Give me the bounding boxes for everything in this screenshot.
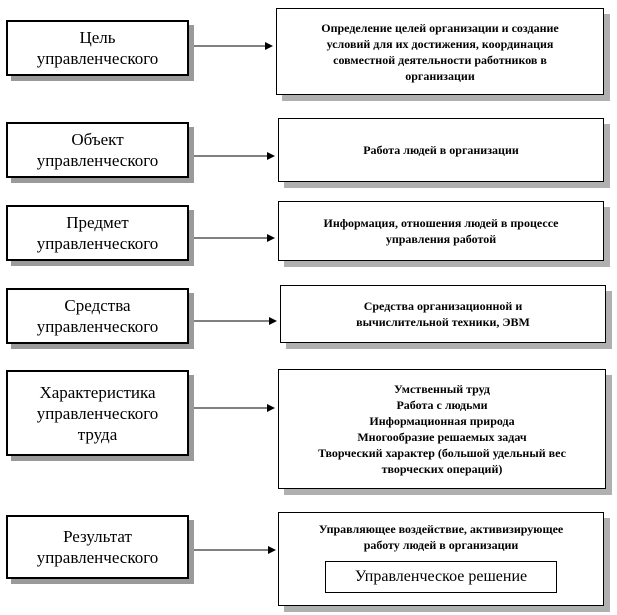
means-label-line1: Средства (64, 296, 131, 315)
goal-description-line4: организации (405, 68, 475, 83)
characteristics-label-line2: управленческого (36, 403, 159, 423)
goal-description-line2: условий для их достижения, координация (326, 36, 554, 51)
subject-label-line1: Предмет (66, 213, 129, 232)
means-label-line2: управленческого (36, 317, 159, 336)
characteristics-item-2: Работа с людьми (396, 398, 488, 412)
subject-description-line1: Информация, отношения людей в процессе (323, 216, 559, 230)
subject-description-line2: управления работой (385, 232, 497, 246)
characteristics-item-3: Информационная природа (369, 414, 515, 428)
management-decision-label: Управленческое решение (354, 568, 528, 585)
goal-label-line2: управленческого (36, 49, 159, 68)
subject-label-line2: управленческого (36, 234, 159, 253)
object-box: Объект управленческого (6, 122, 189, 178)
means-box: Средства управленческого (6, 288, 189, 344)
goal-description-line3: совместной деятельности работников в (333, 52, 547, 67)
object-label-line2: управленческого (36, 151, 159, 170)
means-description-line1: Средства организационной и (363, 299, 523, 313)
management-decision-box: Управленческое решение (325, 561, 557, 593)
result-label-line2: управленческого (36, 548, 159, 567)
object-description-line1: Работа людей в организации (363, 143, 519, 157)
subject-description-box: Информация, отношения людей в процессе у… (278, 201, 604, 261)
characteristics-item-5: Творческий характер (большой удельный ве… (318, 446, 566, 460)
characteristics-item-6: творческих операций) (381, 462, 503, 476)
goal-label-line1: Цель (79, 28, 116, 47)
characteristics-item-4: Многообразие решаемых задач (357, 430, 527, 444)
result-description-line1: Управляющее воздействие, активизирующее (318, 522, 564, 536)
characteristics-label-line3: труда (77, 424, 118, 444)
goal-description-line1: Определение целей организации и создание (321, 20, 559, 35)
goal-box: Цель управленческого (6, 20, 189, 76)
characteristics-description-box: Умственный труд Работа с людьми Информац… (278, 369, 606, 489)
means-description-line2: вычислительной техники, ЭВМ (356, 315, 530, 329)
object-label-line1: Объект (71, 130, 124, 149)
result-description-line2: работу людей в организации (363, 538, 519, 552)
result-box: Результат управленческого (6, 515, 189, 579)
result-description-box: Управляющее воздействие, активизирующее … (278, 512, 604, 606)
goal-description-box: Определение целей организации и создание… (276, 8, 604, 95)
means-description-box: Средства организационной и вычислительно… (280, 285, 606, 343)
subject-box: Предмет управленческого (6, 205, 189, 261)
characteristics-box: Характеристика управленческого труда (6, 370, 189, 456)
result-label-line1: Результат (63, 527, 132, 546)
object-description-box: Работа людей в организации (278, 118, 604, 182)
characteristics-item-1: Умственный труд (393, 382, 490, 396)
characteristics-label-line1: Характеристика (39, 382, 156, 402)
